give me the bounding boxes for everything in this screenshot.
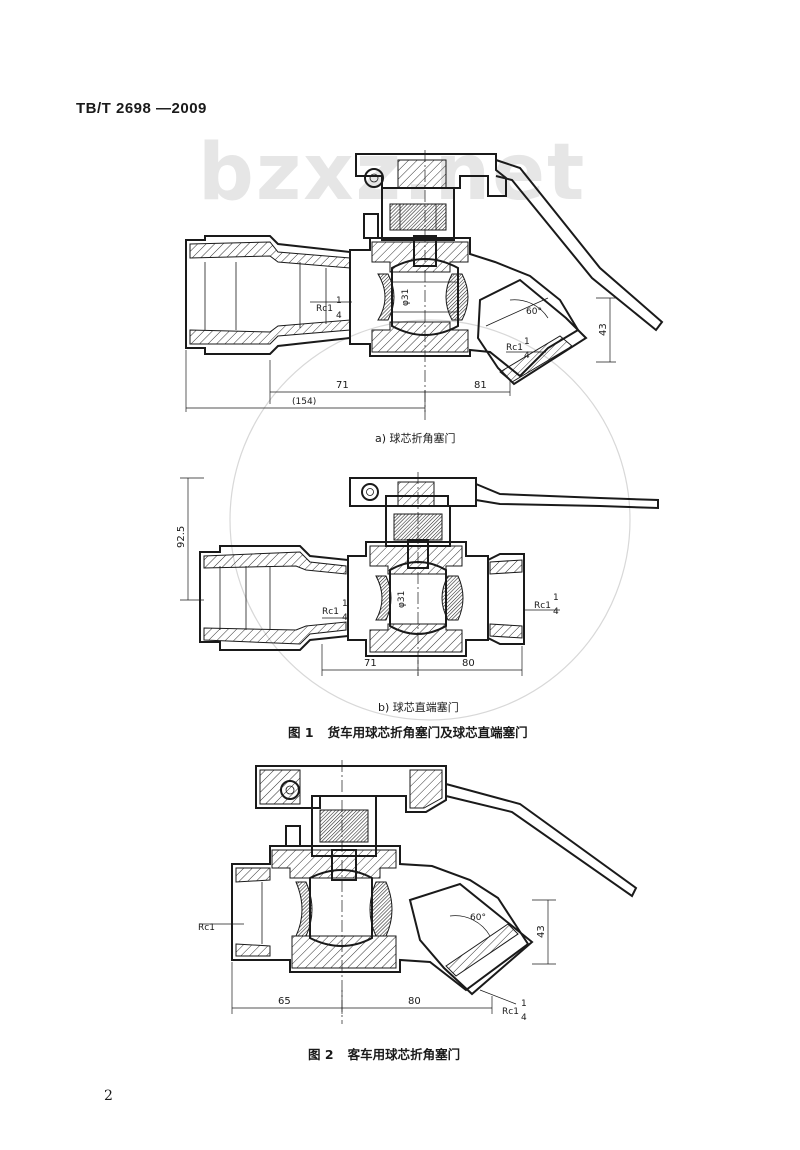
side-bolt <box>363 213 379 239</box>
site-watermark: bzxz.net <box>198 128 587 218</box>
right-outlet-wall-top <box>489 559 523 575</box>
fig1a-thread-left-frac-den: 4 <box>336 311 342 321</box>
fig2-angle-60: 60° <box>470 913 486 923</box>
handle-lever <box>445 783 638 898</box>
angled-outlet <box>476 278 588 386</box>
handle-bracket-section-left <box>259 769 301 805</box>
figure-2-caption: 图 2 客车用球芯折角塞门 <box>308 1044 460 1063</box>
left-coupling-wall-top <box>203 551 347 575</box>
fig1a-ball-diameter: φ31 <box>401 289 411 306</box>
handle-bracket-section <box>397 159 447 189</box>
handle-bracket <box>255 765 447 813</box>
fig1a-dim-81: 81 <box>474 380 487 391</box>
fig1a-thread-right: Rc1 <box>506 343 523 353</box>
seat-left <box>375 575 392 621</box>
fig1b-dimensions <box>180 477 560 676</box>
handle-lever <box>495 159 664 332</box>
seat-right <box>441 575 464 621</box>
valve-body-outline <box>347 541 489 657</box>
left-port-wall-top <box>235 867 271 883</box>
fig1b-thread-left-frac-den: 4 <box>342 613 348 623</box>
valve-body-wall-bottom <box>291 935 397 969</box>
fig1a-dim-154: (154) <box>292 397 316 407</box>
figure-1b-drawing: 92.5 71 80 φ31 Rc1 1 4 Rc1 1 4 <box>176 472 659 676</box>
pivot-pin <box>364 168 384 188</box>
handle-bracket-section <box>397 481 435 507</box>
fig2-dim-80: 80 <box>408 996 421 1007</box>
fig1a-thread-left: Rc1 <box>316 304 333 314</box>
angled-outlet <box>408 882 534 996</box>
page-number: 2 <box>104 1088 113 1104</box>
stem <box>413 235 437 267</box>
angled-outlet-wall <box>445 923 519 977</box>
figure-1-title: 货车用球芯折角塞门及球芯直端塞门 <box>327 725 528 740</box>
fig1b-thread-right-frac-num: 1 <box>553 593 559 603</box>
valve-body-outline <box>231 845 530 992</box>
seat-right <box>369 881 393 937</box>
valve-body-wall-bottom <box>369 623 463 653</box>
fig1a-dimensions <box>185 297 616 412</box>
stem <box>407 539 429 569</box>
fig2-thread-right: Rc1 <box>502 1007 519 1017</box>
stem-packing <box>389 203 447 231</box>
right-outlet-wall-bottom <box>489 623 523 639</box>
stem-packing <box>393 513 443 541</box>
background-stamp-ring <box>229 319 631 721</box>
fig1b-dim-71: 71 <box>364 658 377 669</box>
figure-2-drawing: 65 80 43 60° Rc1 Rc1 1 4 <box>198 760 638 1024</box>
figure-1-caption: 图 1 货车用球芯折角塞门及球芯直端塞门 <box>288 722 528 741</box>
left-coupling-wall-top <box>189 241 351 269</box>
fig1b-thread-left: Rc1 <box>322 607 339 617</box>
left-port-wall-bottom <box>235 943 271 957</box>
side-bolt <box>285 825 301 847</box>
valve-body-wall-top <box>371 241 469 273</box>
figure-2-title: 客车用球芯折角塞门 <box>347 1047 461 1062</box>
fig1a-thread-right-frac-num: 1 <box>524 337 530 347</box>
figure-1a-caption: a) 球芯折角塞门 <box>375 432 456 445</box>
fig2-thread-right-frac-num: 1 <box>521 999 527 1009</box>
fig1b-thread-right-frac-den: 4 <box>553 607 559 617</box>
fig1b-thread-right: Rc1 <box>534 601 551 611</box>
fig1a-dim-43: 43 <box>598 323 609 336</box>
handle-bracket <box>349 477 477 507</box>
angled-outlet-wall <box>499 335 573 383</box>
handle-lever <box>475 483 659 510</box>
fig1a-angle-60: 60° <box>526 307 542 317</box>
right-outlet <box>487 553 525 645</box>
figure-1-number: 图 1 <box>288 725 314 740</box>
figure-2-number: 图 2 <box>308 1047 334 1062</box>
figure-1b-caption: b) 球芯直端塞门 <box>378 701 459 714</box>
valve-body-wall-bottom <box>371 321 469 353</box>
fig2-dim-65: 65 <box>278 996 291 1007</box>
fig1b-thread-left-frac-num: 1 <box>342 599 348 609</box>
fig1b-dim-80: 80 <box>462 658 475 669</box>
ball-core <box>309 869 373 947</box>
standard-code-header: TB/T 2698 —2009 <box>76 100 207 117</box>
fig2-dim-43: 43 <box>536 925 547 938</box>
fig2-thread-right-frac-den: 4 <box>521 1013 527 1023</box>
fig2-dimensions <box>200 899 556 1014</box>
fig1a-dim-71: 71 <box>336 380 349 391</box>
fig1b-ball-diameter: φ31 <box>397 591 407 608</box>
stem-packing <box>319 809 369 843</box>
pivot-pin <box>361 483 379 501</box>
fig1a-thread-left-frac-num: 1 <box>336 296 342 306</box>
valve-body-wall-top <box>369 545 463 575</box>
figure-1a-drawing: 71 81 (154) 43 60° φ31 Rc1 1 4 Rc1 1 4 <box>185 150 664 721</box>
fig1a-thread-right-frac-den: 4 <box>524 351 530 361</box>
left-coupling-wall-bottom <box>203 621 347 645</box>
handle-bracket-section-right <box>409 769 443 809</box>
valve-body-wall-top <box>271 849 397 879</box>
fig1b-dim-92-5: 92.5 <box>176 526 187 548</box>
pivot-pin <box>280 780 300 800</box>
fig2-thread-left: Rc1 <box>198 923 215 933</box>
